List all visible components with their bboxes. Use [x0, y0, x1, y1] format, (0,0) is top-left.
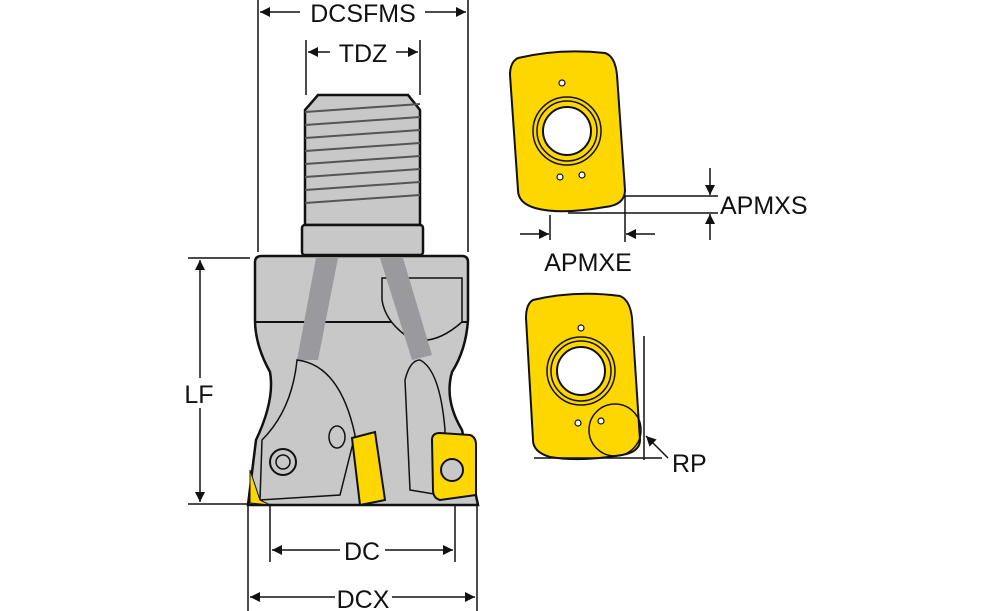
coolant-channel [297, 258, 338, 360]
label-rp: RP [672, 450, 707, 478]
dimension-rp: RP [534, 336, 707, 478]
torx-screw-icon [440, 458, 464, 482]
cutter-body [246, 254, 480, 507]
cutter-insert [350, 430, 387, 507]
dimension-tdz: TDZ [305, 40, 421, 95]
dimension-dc: DC [269, 506, 456, 566]
coolant-channel [380, 258, 432, 360]
dimension-apmxs: APMXS [568, 168, 808, 240]
label-apmxe: APMXE [544, 249, 632, 277]
threaded-shank [300, 93, 425, 257]
dimension-dcx: DCX [247, 506, 478, 611]
dimension-apmxe: APMXE [520, 196, 655, 277]
label-dcsfms: DCSFMS [310, 0, 416, 28]
label-dcx: DCX [337, 586, 390, 611]
label-lf: LF [184, 381, 213, 409]
corner-radius-circle [588, 403, 642, 457]
insert-top-view [508, 50, 627, 213]
dimension-lf: LF [184, 257, 250, 505]
label-tdz: TDZ [339, 40, 388, 68]
label-apmxs: APMXS [720, 192, 808, 220]
dimension-dcsfms: DCSFMS [257, 0, 469, 252]
label-dc: DC [344, 538, 380, 566]
insert-corner-radius-view [524, 292, 642, 461]
